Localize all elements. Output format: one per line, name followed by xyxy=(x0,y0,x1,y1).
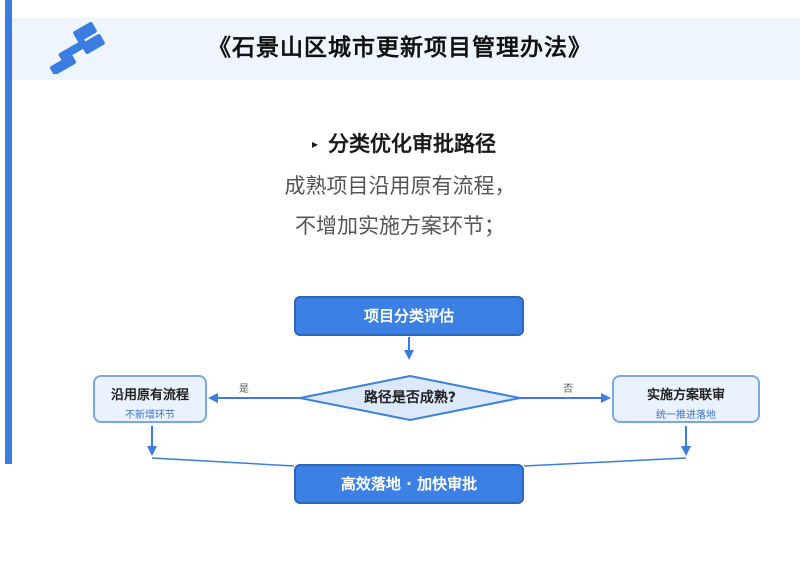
flow-start-box: 项目分类评估 xyxy=(294,296,524,336)
decision-label: 路径是否成熟? xyxy=(363,390,457,406)
yes-branch-note: 不新增环节 xyxy=(125,410,175,421)
no-branch-note: 统一推进落地 xyxy=(656,410,716,421)
description-line-1: 成熟项目沿用原有流程， xyxy=(284,174,516,198)
yes-label: 是 xyxy=(239,384,249,395)
no-label: 否 xyxy=(563,384,573,395)
yes-branch-title: 沿用原有流程 xyxy=(110,388,189,403)
description-line-2: 不增加实施方案环节； xyxy=(295,214,505,238)
decision-diamond xyxy=(299,374,521,422)
merge-line-left xyxy=(151,457,295,467)
page-title: 《石景山区城市更新项目管理办法》 xyxy=(208,35,592,61)
header-band xyxy=(12,18,800,80)
yes-branch-box: 沿用原有流程 不新增环节 xyxy=(93,375,207,423)
no-branch-title: 实施方案联审 xyxy=(646,388,725,403)
merge-line-right xyxy=(523,457,687,467)
flow-end-box: 高效落地 · 加快审批 xyxy=(294,464,524,504)
gavel-icon xyxy=(49,22,105,74)
no-branch-box: 实施方案联审 统一推进落地 xyxy=(612,375,760,423)
section-subtitle: ▸ 分类优化审批路径 xyxy=(312,128,496,158)
subtitle-text: 分类优化审批路径 xyxy=(328,132,497,156)
bullet-triangle-icon: ▸ xyxy=(312,137,319,151)
accent-bar xyxy=(5,0,12,464)
